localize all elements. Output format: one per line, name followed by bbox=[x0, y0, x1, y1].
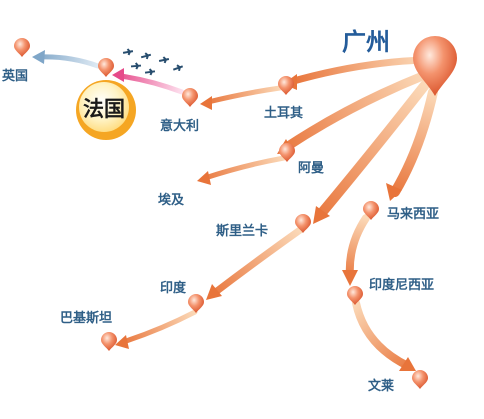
location-pins bbox=[14, 36, 457, 389]
arrowhead-brunei bbox=[399, 357, 416, 371]
airplane-icon bbox=[158, 56, 170, 64]
pakistan-label: 巴基斯坦 bbox=[60, 310, 112, 326]
brunei-label: 文莱 bbox=[368, 378, 394, 394]
malaysia-label: 马来西亚 bbox=[387, 206, 439, 222]
guangzhou-label: 广州 bbox=[342, 28, 390, 56]
route-to-uk bbox=[37, 54, 101, 69]
france-label: 法国 bbox=[83, 97, 125, 121]
place-labels: 广州 英国 意大利 土耳其 阿曼 埃及 斯里兰卡 马来西亚 印度 印度尼西亚 巴… bbox=[1, 28, 439, 394]
arrowhead-pakistan bbox=[115, 335, 129, 349]
uk-label: 英国 bbox=[1, 68, 28, 84]
india-pin-icon bbox=[188, 294, 204, 313]
srilanka-label: 斯里兰卡 bbox=[216, 223, 268, 239]
airplane-icon bbox=[130, 62, 142, 70]
airplane-icon bbox=[140, 52, 152, 60]
indonesia-label: 印度尼西亚 bbox=[369, 277, 434, 293]
arrowhead-srilanka bbox=[313, 206, 330, 224]
route-to-france bbox=[117, 73, 185, 95]
route-to-indonesia bbox=[345, 214, 370, 280]
uk-pin-icon bbox=[14, 38, 30, 57]
turkey-label: 土耳其 bbox=[264, 105, 303, 121]
egypt-label: 埃及 bbox=[158, 192, 185, 208]
italy-pin-icon bbox=[182, 88, 198, 107]
arrowhead-egypt bbox=[197, 171, 211, 185]
airplane-icon bbox=[122, 48, 134, 56]
italy-label: 意大利 bbox=[160, 118, 199, 134]
turkey-pin-icon bbox=[278, 76, 294, 95]
india-label: 印度 bbox=[160, 280, 187, 296]
arrowhead-uk bbox=[32, 50, 45, 64]
route-to-srilanka bbox=[315, 80, 430, 220]
arrowhead-france bbox=[112, 68, 124, 82]
malaysia-pin-icon bbox=[363, 201, 379, 220]
route-to-pakistan bbox=[120, 309, 198, 345]
route-to-india bbox=[209, 226, 304, 298]
arrowhead-india bbox=[206, 284, 222, 300]
france-marker: 法国 bbox=[76, 80, 136, 140]
guangzhou-pin-icon bbox=[413, 36, 457, 96]
route-to-egypt bbox=[202, 155, 287, 181]
srilanka-pin-icon bbox=[295, 214, 311, 233]
oman-label: 阿曼 bbox=[298, 161, 324, 176]
route-to-oman bbox=[280, 70, 430, 153]
route-to-brunei bbox=[352, 299, 412, 370]
france-pin-icon bbox=[98, 58, 114, 77]
arrowhead-indonesia bbox=[342, 270, 358, 286]
indonesia-pin-icon bbox=[347, 286, 363, 305]
route-to-italy bbox=[205, 85, 283, 105]
oman-pin-icon bbox=[279, 143, 295, 162]
airplanes bbox=[122, 48, 184, 76]
brunei-pin-icon bbox=[412, 370, 428, 389]
arrowhead-italy bbox=[200, 96, 212, 110]
arrowhead-malaysia bbox=[386, 183, 402, 201]
airplane-icon bbox=[172, 64, 184, 72]
pakistan-pin-icon bbox=[101, 332, 117, 351]
route-to-malaysia bbox=[390, 87, 438, 197]
airplane-icon bbox=[144, 68, 156, 76]
route-to-turkey bbox=[286, 56, 429, 86]
